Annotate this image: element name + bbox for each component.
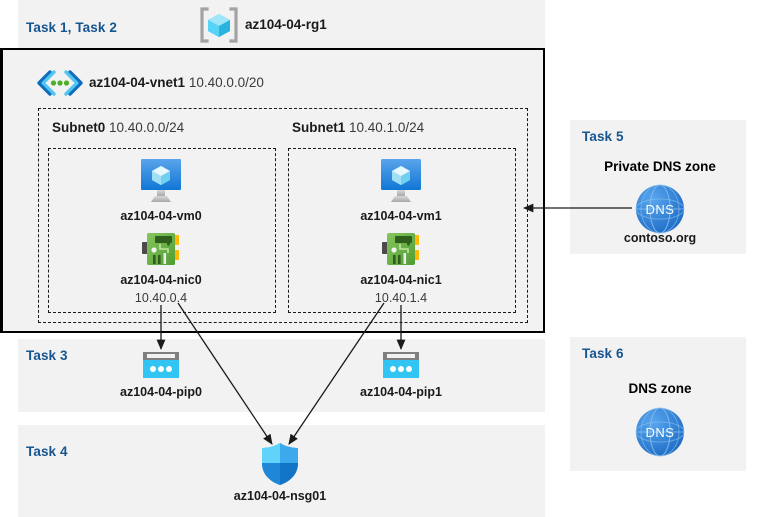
subnets-container xyxy=(38,108,528,323)
task-label-3: Task 3 xyxy=(26,348,68,363)
resource-group-name: az104-04-rg1 xyxy=(245,17,327,32)
task3-panel xyxy=(18,339,545,412)
task-label-4: Task 4 xyxy=(26,444,68,459)
virtual-machine-icon xyxy=(135,157,187,205)
resource-group-header-band xyxy=(18,0,545,48)
subnet-1-inner-box xyxy=(288,148,516,313)
svg-text:DNS: DNS xyxy=(646,202,675,217)
dns-zone-icon: DNS xyxy=(634,183,686,235)
virtual-machine-icon xyxy=(375,157,427,205)
dns-zone-title: DNS zone xyxy=(628,381,692,396)
network-interface-icon xyxy=(380,231,422,267)
virtual-network-icon xyxy=(36,70,84,96)
resource-group-icon xyxy=(200,7,238,43)
public-ip-address-icon xyxy=(141,350,181,380)
nsg-label: az104-04-nsg01 xyxy=(233,489,327,503)
nic-1-label: az104-04-nic1 xyxy=(360,273,442,287)
vm-0-label: az104-04-vm0 xyxy=(120,209,202,223)
public-ip-address-icon xyxy=(381,350,421,380)
task-label-6: Task 6 xyxy=(582,346,624,361)
svg-text:DNS: DNS xyxy=(646,425,675,440)
subnet-1-title: Subnet1 10.40.1.0/24 xyxy=(292,120,425,135)
nic-1-ip: 10.40.1.4 xyxy=(374,291,428,305)
nic-0-ip: 10.40.0.4 xyxy=(134,291,188,305)
network-interface-icon xyxy=(140,231,182,267)
private-dns-zone-name: contoso.org xyxy=(623,231,697,245)
subnet-0-inner-box xyxy=(48,148,276,313)
task-label-1-2: Task 1, Task 2 xyxy=(26,20,117,35)
pip-0-label: az104-04-pip0 xyxy=(120,385,202,399)
task-label-5: Task 5 xyxy=(582,129,624,144)
vnet-title: az104-04-vnet1 10.40.0.0/20 xyxy=(89,75,264,90)
nic-0-label: az104-04-nic0 xyxy=(120,273,202,287)
network-security-group-icon xyxy=(259,441,301,487)
vm-1-label: az104-04-vm1 xyxy=(360,209,442,223)
subnet-0-title: Subnet0 10.40.0.0/24 xyxy=(52,120,185,135)
pip-1-label: az104-04-pip1 xyxy=(360,385,442,399)
private-dns-zone-title: Private DNS zone xyxy=(604,159,716,174)
dns-zone-icon: DNS xyxy=(634,406,686,458)
